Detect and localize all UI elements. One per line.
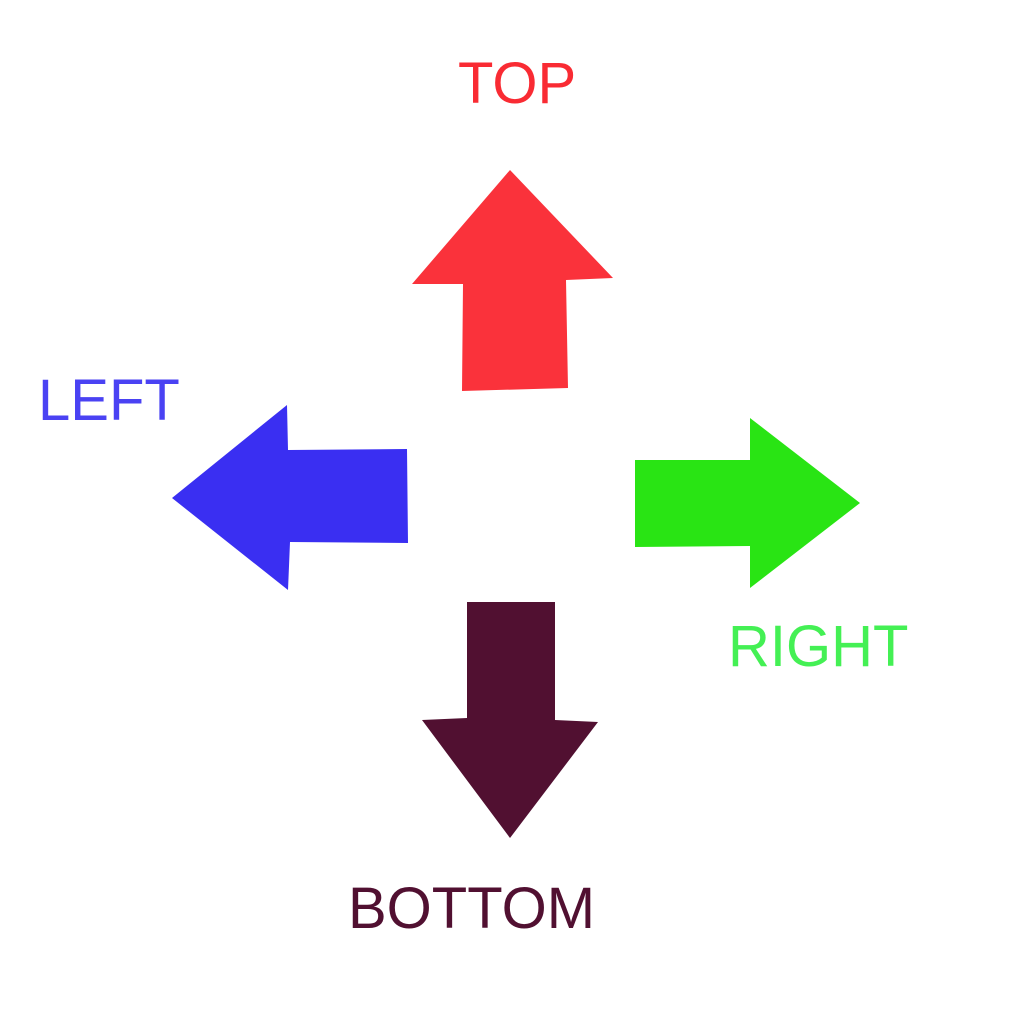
right-label: RIGHT — [728, 614, 909, 679]
right-arrow-shape — [635, 418, 860, 588]
top-arrow-shape — [412, 170, 613, 391]
bottom-label: BOTTOM — [348, 876, 596, 941]
bottom-arrow-shape — [422, 602, 598, 838]
top-label: TOP — [458, 51, 577, 116]
left-label: LEFT — [38, 368, 180, 433]
left-arrow-shape — [172, 405, 408, 590]
